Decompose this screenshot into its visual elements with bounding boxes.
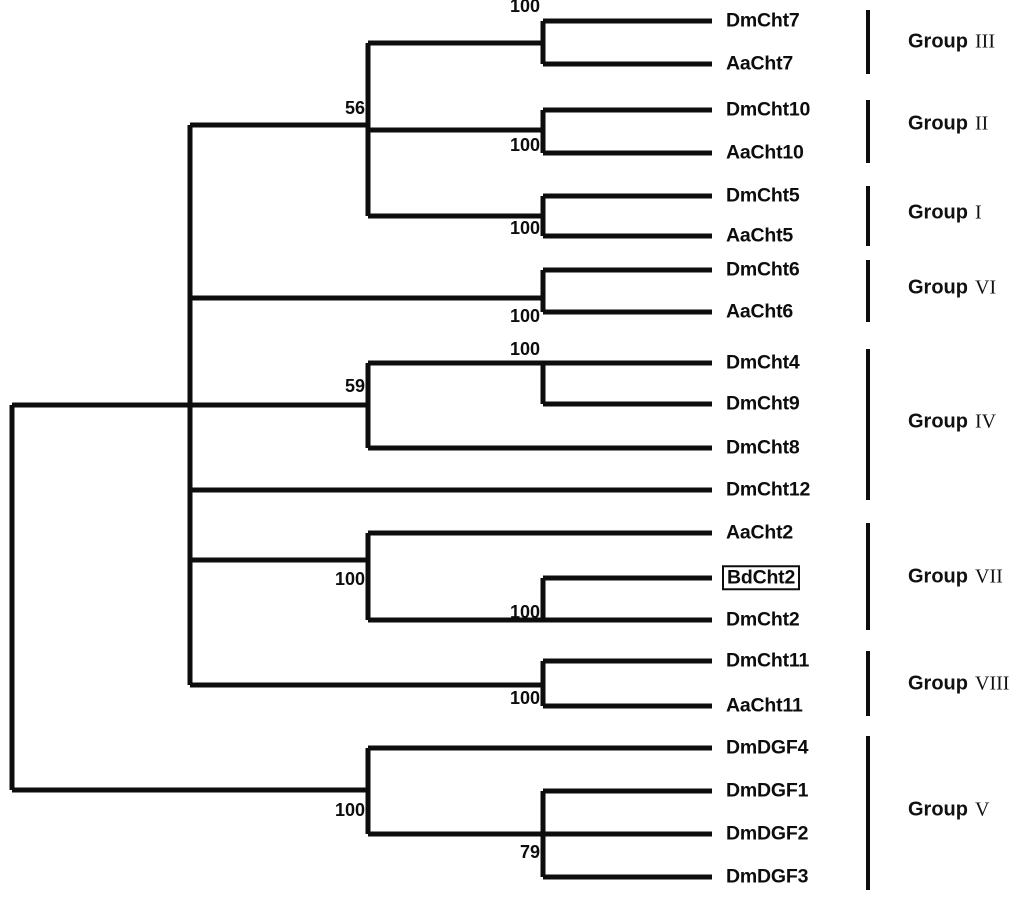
bootstrap-value-DmCht6-AaCht6: 100 <box>509 306 540 326</box>
tip-label-dmcht4: DmCht4 <box>726 351 800 374</box>
group-word: Group <box>908 201 968 224</box>
tip-label-aacht10: AaCht10 <box>726 141 804 164</box>
bootstrap-value-group-IV-core: 59 <box>344 376 365 396</box>
group-label-iii: Group III <box>908 31 995 54</box>
tip-label-dmdgf3: DmDGF3 <box>726 865 809 888</box>
tip-label-dmdgf1: DmDGF1 <box>726 779 809 802</box>
group-label-v: Group V <box>908 799 989 822</box>
group-numeral: IV <box>975 410 997 433</box>
tip-label-dmcht12: DmCht12 <box>726 478 811 501</box>
group-word: Group <box>908 672 968 695</box>
tip-label-dmcht5: DmCht5 <box>726 184 800 207</box>
group-word: Group <box>908 112 968 135</box>
group-word: Group <box>908 410 968 433</box>
group-label-ii: Group II <box>908 113 988 136</box>
tip-label-aacht7: AaCht7 <box>726 52 794 75</box>
group-numeral: VI <box>975 276 997 299</box>
tip-label-dmcht9: DmCht9 <box>726 392 800 415</box>
tip-label-dmcht6: DmCht6 <box>726 258 800 281</box>
tip-label-aacht5: AaCht5 <box>726 224 794 247</box>
group-numeral: III <box>975 30 995 53</box>
group-numeral: II <box>975 112 989 135</box>
tip-label-dmdgf2: DmDGF2 <box>726 822 809 845</box>
group-numeral: I <box>975 201 982 224</box>
bootstrap-value-DmCht5-AaCht5: 100 <box>509 218 540 238</box>
bootstrap-value-group-VII: 100 <box>334 569 365 589</box>
group-label-viii: Group VIII <box>908 673 1009 696</box>
group-label-i: Group I <box>908 202 982 225</box>
tip-label-aacht6: AaCht6 <box>726 300 794 323</box>
group-numeral: VIII <box>975 672 1010 695</box>
group-label-iv: Group IV <box>908 411 996 434</box>
group-label-vi: Group VI <box>908 277 996 300</box>
tip-label-dmcht2: DmCht2 <box>726 608 800 631</box>
tip-label-dmcht11: DmCht11 <box>726 649 810 672</box>
bootstrap-value-group-V: 100 <box>334 800 365 820</box>
tip-label-dmcht10: DmCht10 <box>726 98 811 121</box>
bootstrap-value-BdCht2-DmCht2: 100 <box>509 602 540 622</box>
bootstrap-value-DmCht4-DmCht9: 100 <box>509 339 540 359</box>
bootstrap-value-DmCht7-AaCht7: 100 <box>509 0 540 16</box>
group-word: Group <box>908 798 968 821</box>
group-word: Group <box>908 276 968 299</box>
bootstrap-value-DmCht11-AaCht11: 100 <box>509 688 540 708</box>
group-word: Group <box>908 565 968 588</box>
tip-label-bdcht2: BdCht2 <box>722 565 801 591</box>
group-numeral: VII <box>975 565 1003 588</box>
tip-label-aacht2: AaCht2 <box>726 521 794 544</box>
bootstrap-value-DGF1-DGF2-DGF3: 79 <box>519 842 540 862</box>
tip-label-dmcht7: DmCht7 <box>726 9 800 32</box>
tip-label-aacht11: AaCht11 <box>726 694 803 717</box>
tip-label-dmcht8: DmCht8 <box>726 436 800 459</box>
group-word: Group <box>908 30 968 53</box>
tip-label-dmdgf4: DmDGF4 <box>726 736 809 759</box>
bootstrap-value-groups-III-II-I: 56 <box>344 98 365 118</box>
group-label-vii: Group VII <box>908 566 1003 589</box>
bootstrap-value-DmCht10-AaCht10: 100 <box>509 135 540 155</box>
group-numeral: V <box>975 798 990 821</box>
